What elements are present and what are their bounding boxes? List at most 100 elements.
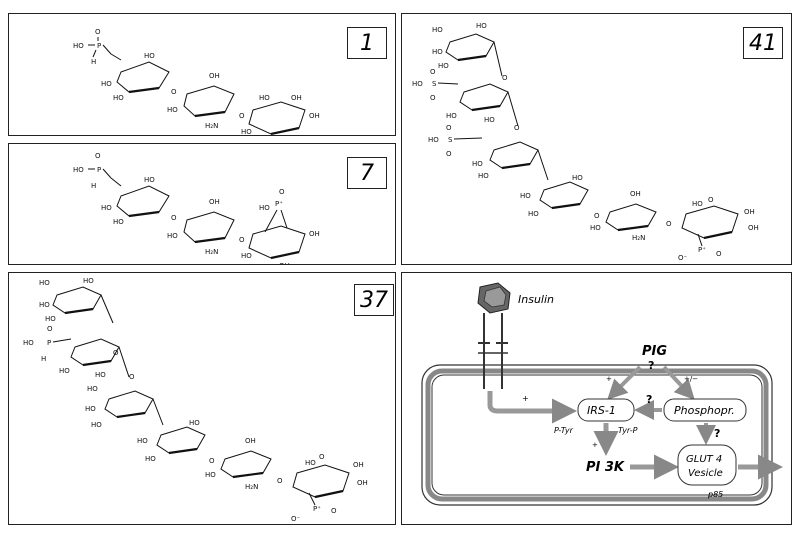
mannose-ring-4: HO HO HO O — [137, 419, 215, 465]
sulfate-group-1: HO S O O — [412, 68, 459, 102]
structure-compound-1: HO P H O HO HO HO O OH HO H₂N O — [73, 28, 320, 135]
phosphinate-group: HO P H O — [73, 28, 122, 66]
ho-label: HO — [590, 224, 601, 232]
ho-label: HO — [95, 371, 106, 379]
s-label: S — [432, 80, 437, 88]
ho-label: HO — [259, 94, 270, 102]
ho-label: HO — [85, 405, 96, 413]
ho-label: HO — [241, 252, 252, 260]
o-minus-label: O⁻ — [678, 254, 688, 262]
glucosamine-ring: OH HO H₂N O — [205, 437, 283, 491]
ho-label: HO — [73, 166, 84, 174]
insulin-receptor: Insulin — [477, 282, 554, 389]
cyclic-phosphate-inositol: P⁺ HO O OH OH HO — [241, 188, 320, 264]
o-label: O — [446, 150, 452, 158]
ho-label: HO — [113, 94, 124, 102]
phosphopr-label: Phosphopr. — [674, 404, 735, 417]
o-label: O — [708, 196, 714, 204]
structure-compound-37: HO HO HO HO HO P H O HO HO O HO HO HO — [23, 277, 368, 523]
p-label: P — [97, 166, 101, 174]
glucosamine-ring: OH HO H₂N O — [167, 72, 245, 130]
o-label: O — [716, 250, 722, 258]
mannose-ring-2: HO HO O — [59, 338, 130, 379]
p-label: P — [47, 339, 51, 347]
ho-label: HO — [101, 80, 112, 88]
mannose-ring: HO HO HO O — [101, 176, 177, 226]
oh-label: OH — [209, 198, 220, 206]
panel-insulin-pathway: Insulin + PIG ? + +/− IRS-1 P-Tyr Tyr-P … — [401, 272, 792, 525]
o-label: O — [446, 124, 452, 132]
compound-number-label: 37 — [354, 284, 394, 316]
plus-sign: + — [592, 441, 598, 449]
o-label: O — [514, 124, 520, 132]
o-label: O — [502, 74, 508, 82]
ptyr-label: P-Tyr — [554, 426, 574, 435]
oh-label: OH — [748, 224, 759, 232]
ho-label: HO — [259, 204, 270, 212]
ho-label: HO — [91, 421, 102, 429]
p-plus-label: P⁺ — [275, 200, 283, 208]
ho-label: HO — [73, 42, 84, 50]
ho-label: HO — [446, 112, 457, 120]
phosphinate-group: HO P H O — [23, 325, 72, 363]
h-label: H — [41, 355, 46, 363]
cyclic-phosphate-inositol: O HO OH OH P⁺ O⁻ O — [678, 196, 759, 262]
ho-label: HO — [412, 80, 423, 88]
ho-label: HO — [167, 232, 178, 240]
o-label: O — [279, 188, 285, 196]
pig-to-phosphopr-arrow — [662, 365, 695, 400]
mannose-ring-3: HO HO HO O — [85, 373, 164, 429]
compound-number-label: 41 — [743, 27, 783, 59]
pathway-diagram: Insulin + PIG ? + +/− IRS-1 P-Tyr Tyr-P … — [421, 282, 783, 506]
ho-label: HO — [39, 279, 50, 287]
glut4-label-line2: Vesicle — [688, 468, 723, 479]
mannose-ring-1: HO HO HO HO — [39, 277, 114, 324]
o-label: O — [277, 477, 283, 485]
ho-label: HO — [528, 210, 539, 218]
ho-label: HO — [478, 172, 489, 180]
mannose-ring: HO HO HO O — [101, 52, 177, 102]
o-label: O — [209, 457, 215, 465]
o-label: O — [666, 220, 672, 228]
ho-label: HO — [23, 339, 34, 347]
ho-label: HO — [241, 128, 252, 135]
oh-label: OH — [245, 437, 256, 445]
cell-membrane-inner — [431, 374, 763, 496]
ho-label: HO — [83, 277, 94, 285]
panel-compound-1: 1 HO P H O HO HO HO O OH HO H₂N O — [8, 13, 396, 136]
mannose-ring-1: HO HO HO HO — [432, 22, 503, 77]
ho-label: HO — [428, 136, 439, 144]
nh2-label: H₂N — [632, 234, 645, 242]
o-label: O — [129, 373, 135, 381]
oh-label: OH — [279, 262, 290, 264]
h-label: H — [91, 58, 96, 66]
tyrp-label: Tyr-P — [618, 426, 638, 435]
ho-label: HO — [144, 52, 155, 60]
o-minus-label: O⁻ — [291, 515, 301, 523]
ho-label: HO — [305, 459, 316, 467]
ho-label: HO — [87, 385, 98, 393]
ho-label: HO — [476, 22, 487, 30]
o-label: O — [47, 325, 53, 333]
oh-label: OH — [309, 230, 320, 238]
p85-label: p85 — [707, 490, 723, 499]
o-label: O — [239, 236, 245, 244]
o-label: O — [171, 88, 177, 96]
o-label: O — [95, 152, 101, 160]
panel-compound-41: 41 HO HO HO HO HO S O O HO HO O HO — [401, 13, 792, 265]
ho-label: HO — [59, 367, 70, 375]
question-mark: ? — [646, 393, 652, 406]
ho-label: HO — [205, 471, 216, 479]
oh-label: OH — [630, 190, 641, 198]
ho-label: HO — [572, 174, 583, 182]
ho-label: HO — [101, 204, 112, 212]
compound-number-label: 1 — [347, 27, 387, 59]
o-label: O — [331, 507, 337, 515]
h-label: H — [91, 182, 96, 190]
oh-label: OH — [309, 112, 320, 120]
pi3k-label: PI 3K — [586, 460, 625, 475]
insulin-label: Insulin — [518, 293, 554, 306]
oh-label: OH — [209, 72, 220, 80]
pig-to-irs1-arrow — [607, 365, 642, 400]
nh2-label: H₂N — [205, 122, 218, 130]
